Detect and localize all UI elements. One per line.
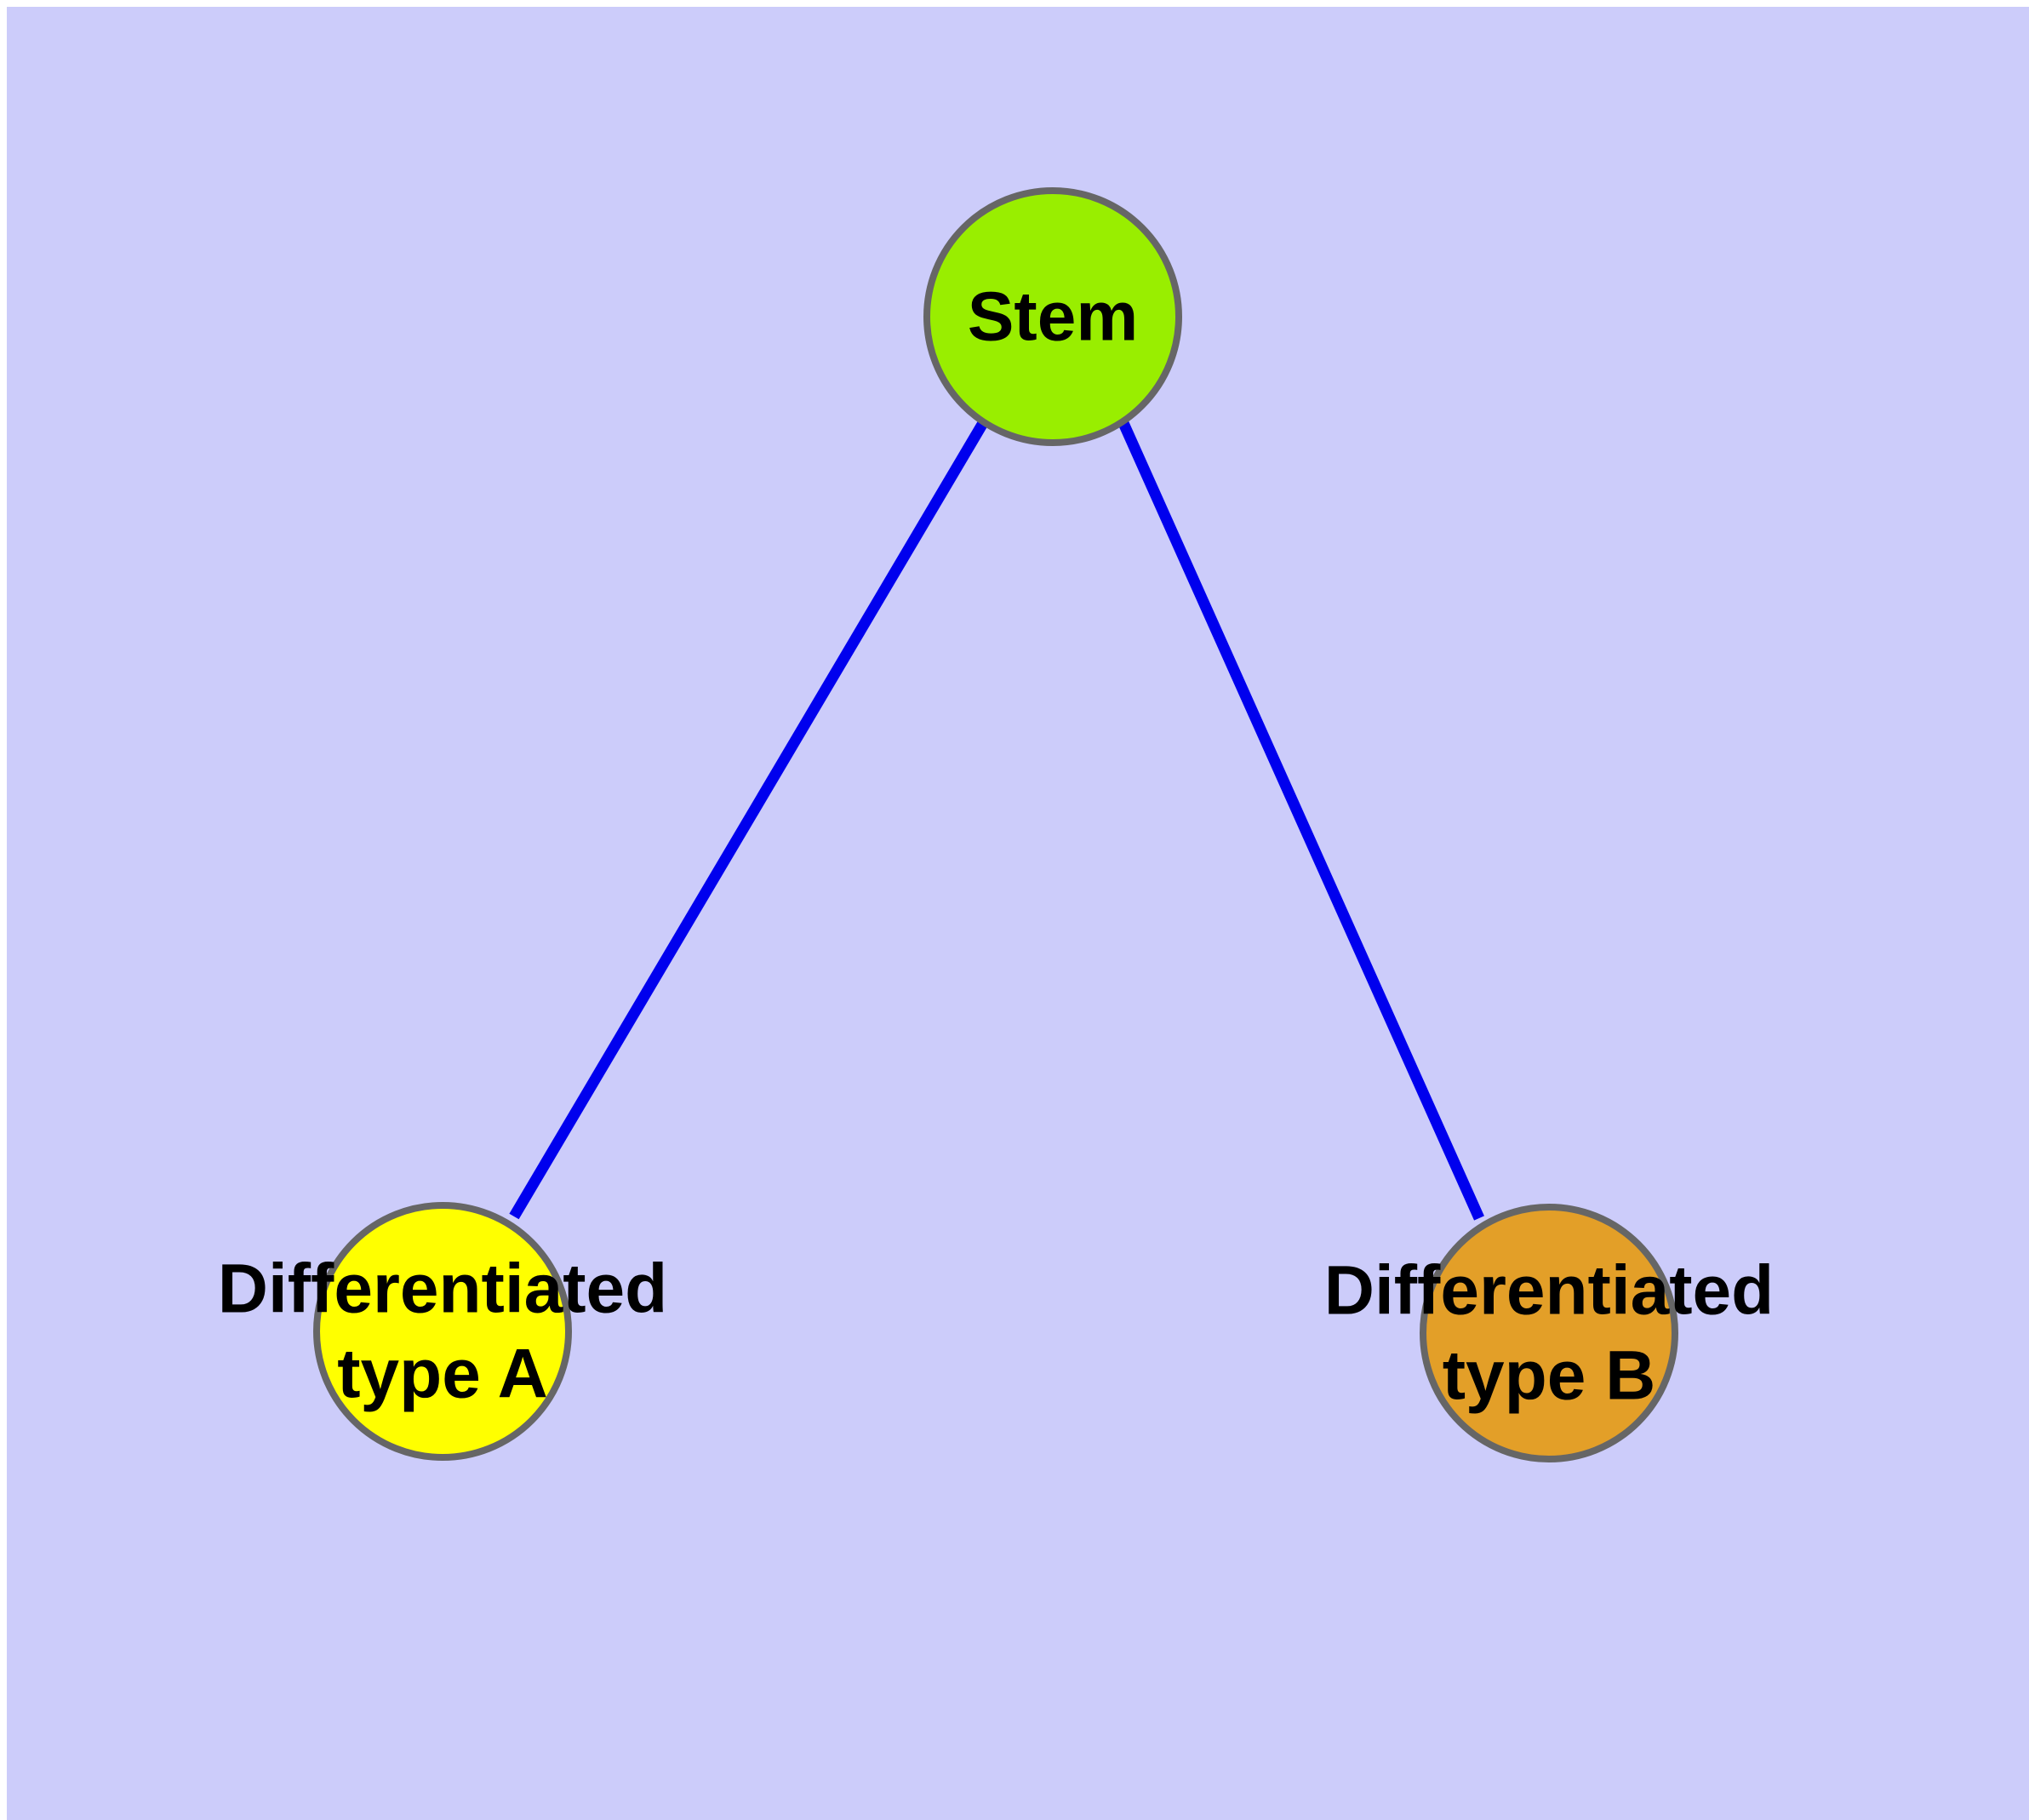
node-differentiated-type-b[interactable]: Differentiated type B [1324, 1204, 1775, 1462]
node-group: Stem Differentiated type A Differentiate… [218, 187, 1775, 1462]
node-differentiated-type-b-circle[interactable] [1420, 1204, 1678, 1462]
node-stem[interactable]: Stem [923, 187, 1182, 446]
node-differentiated-type-a-label-line2: type A [337, 1336, 548, 1413]
node-differentiated-type-b-label-line1: Differentiated [1324, 1252, 1775, 1330]
edge-stem-to-differentiated-type-a[interactable] [509, 420, 988, 1220]
edge-stem-to-differentiated-type-b[interactable] [1118, 421, 1484, 1221]
node-stem-label: Stem [968, 278, 1139, 356]
node-differentiated-type-a-circle[interactable] [313, 1202, 572, 1461]
node-stem-circle[interactable] [923, 187, 1182, 446]
node-differentiated-type-a-label-line1: Differentiated [218, 1251, 668, 1328]
edge-group [509, 420, 1484, 1221]
node-differentiated-type-a[interactable]: Differentiated type A [218, 1202, 668, 1461]
node-differentiated-type-b-label-line2: type B [1443, 1337, 1656, 1415]
